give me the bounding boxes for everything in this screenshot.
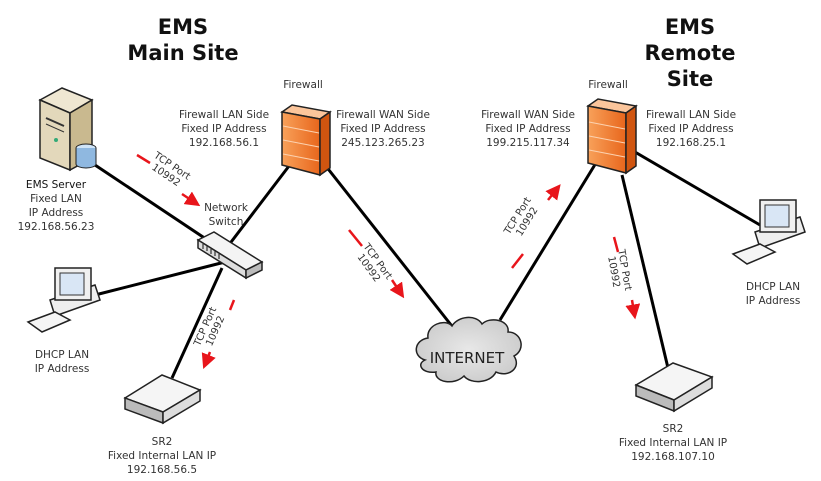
- remote-firewall-label: Firewall: [588, 79, 628, 91]
- remote-firewall-lan-label: Firewall LAN Side Fixed IP Address 192.1…: [646, 108, 736, 150]
- ems-server-label: EMS Server Fixed LAN IP Address 192.168.…: [18, 178, 95, 234]
- line: Firewall WAN Side: [336, 109, 430, 121]
- ip-address: 199.215.117.34: [486, 137, 570, 149]
- main-firewall-wan-label: Firewall WAN Side Fixed IP Address 245.1…: [336, 108, 430, 150]
- remote-sr2-device-icon: [634, 362, 714, 413]
- links: [94, 139, 761, 379]
- line: DHCP LAN: [745, 281, 801, 293]
- line: Network: [204, 202, 248, 214]
- ems-server-icon: [38, 87, 97, 172]
- remote-site-title: EMS Remote Site: [625, 14, 756, 92]
- arrow-3: [389, 279, 405, 299]
- line: Switch: [208, 216, 244, 228]
- line: IP Address: [34, 363, 90, 375]
- line: Fixed IP Address: [648, 123, 734, 135]
- line: Firewall LAN Side: [178, 109, 270, 121]
- remote-sr2-label: SR2 Fixed Internal LAN IP 192.168.107.10: [619, 422, 727, 464]
- traffic-arrows: [136, 153, 641, 369]
- line: Fixed IP Address: [340, 123, 426, 135]
- main-firewall-icon: [280, 104, 332, 177]
- main-firewall-label: Firewall: [283, 79, 323, 91]
- link-switch-sr2: [170, 267, 224, 379]
- remote-firewall-icon: [586, 98, 638, 175]
- internet-cloud-icon: [415, 316, 522, 383]
- main-sr2-device-icon: [123, 374, 202, 425]
- arrow-5: [625, 299, 641, 320]
- main-site-title-line2: Main Site: [127, 41, 239, 65]
- link-switch-dhcp: [94, 260, 226, 297]
- remote-site-title-line2: Remote Site: [644, 41, 736, 91]
- line: Firewall WAN Side: [481, 109, 575, 121]
- link-remote-firewall-dhcp: [634, 150, 761, 227]
- line: Fixed IP Address: [181, 123, 267, 135]
- line: DHCP LAN: [34, 349, 90, 361]
- ip-address: 192.168.56.1: [188, 137, 260, 149]
- line: IP Address: [745, 295, 801, 307]
- main-dhcp-computer-icon: [26, 267, 101, 333]
- ip-address: 192.168.56.5: [126, 464, 198, 476]
- ip-address: 192.168.107.10: [631, 451, 715, 463]
- link-server-switch: [94, 163, 216, 247]
- link-internet-remote-firewall: [498, 139, 612, 321]
- line: SR2: [151, 436, 173, 448]
- ip-address: 192.168.56.23: [17, 221, 95, 233]
- switch-label: Network Switch: [204, 201, 248, 229]
- arrow-dash-1: [136, 153, 151, 165]
- ip-address: 192.168.25.1: [655, 137, 727, 149]
- arrow-1: [181, 191, 201, 207]
- line: Fixed IP Address: [485, 123, 571, 135]
- line: Firewall LAN Side: [645, 109, 737, 121]
- link-firewall-internet: [323, 164, 457, 331]
- line: SR2: [662, 423, 684, 435]
- ip-address: 245.123.265.23: [341, 137, 425, 149]
- main-firewall-lan-label: Firewall LAN Side Fixed IP Address 192.1…: [179, 108, 269, 150]
- line: EMS Server: [25, 179, 87, 191]
- arrow-4: [545, 184, 561, 201]
- internet-label: INTERNET: [429, 349, 505, 367]
- main-sr2-label: SR2 Fixed Internal LAN IP 192.168.56.5: [108, 435, 216, 477]
- network-switch-icon: [196, 231, 264, 280]
- main-dhcp-label: DHCP LAN IP Address: [35, 348, 90, 376]
- remote-dhcp-label: DHCP LAN IP Address: [746, 280, 801, 308]
- remote-firewall-wan-label: Firewall WAN Side Fixed IP Address 199.2…: [481, 108, 575, 150]
- arrow-dash-5: [612, 236, 620, 253]
- arrow-dash-4: [511, 253, 524, 269]
- line: Fixed Internal LAN IP: [107, 450, 217, 462]
- arrow-dash-3: [348, 229, 363, 247]
- main-site-title: EMS Main Site: [127, 14, 238, 66]
- line: Fixed LAN: [30, 193, 82, 205]
- arrow-dash-2: [228, 299, 236, 311]
- remote-dhcp-computer-icon: [731, 199, 806, 265]
- line: IP Address: [28, 207, 84, 219]
- main-site-title-line1: EMS: [157, 15, 209, 39]
- line: Fixed Internal LAN IP: [618, 437, 728, 449]
- remote-site-title-line1: EMS: [664, 15, 716, 39]
- link-remote-firewall-sr2: [620, 174, 670, 369]
- arrow-2: [201, 351, 216, 369]
